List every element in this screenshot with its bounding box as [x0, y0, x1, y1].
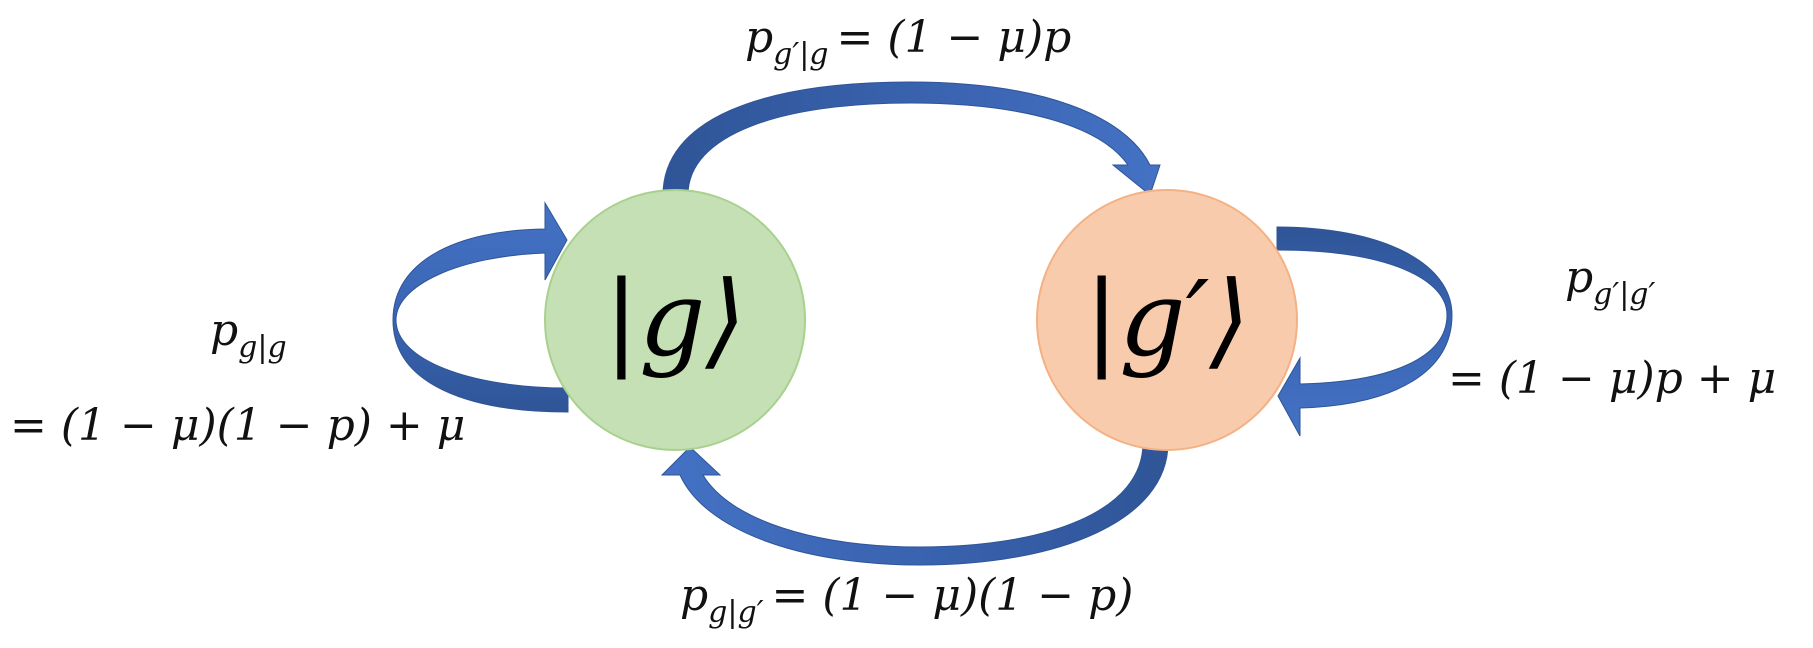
label-g-self-p-letter: p — [210, 305, 238, 356]
arrow-g-self-loop — [392, 201, 569, 413]
arrow-gprime-to-g — [660, 442, 1169, 566]
label-gprime-to-g-sub: g|g′ — [708, 595, 764, 630]
state-g-circle — [544, 189, 806, 451]
state-g-label: |g⟩ — [604, 258, 746, 380]
label-gprime-self-rhs: = (1 − μ)p + μ — [1448, 353, 1776, 404]
label-g-self-p: pg|g — [210, 305, 287, 365]
label-g-self-rhs: = (1 − μ)(1 − p) + μ — [10, 400, 465, 451]
state-gprime-label: |g′⟩ — [1084, 258, 1250, 380]
arrow-gprime-self-loop — [1276, 226, 1453, 437]
label-gprime-self-p: pg′|g′ — [1565, 252, 1655, 312]
label-g-self-sub: g|g — [238, 330, 287, 365]
label-g-to-gprime-p: p — [745, 12, 773, 63]
label-gprime-to-g-rhs: = (1 − μ)(1 − p) — [772, 570, 1134, 621]
label-gprime-to-g-p: p — [680, 570, 708, 621]
label-g-to-gprime-rhs: = (1 − μ)p — [837, 12, 1072, 63]
label-gprime-to-g: pg|g′= (1 − μ)(1 − p) — [680, 570, 1133, 630]
label-g-to-gprime: pg′|g = (1 − μ)p — [745, 12, 1071, 72]
state-gprime-circle — [1036, 189, 1298, 451]
label-gprime-self-sub: g′|g′ — [1593, 277, 1655, 312]
label-g-to-gprime-sub: g′|g — [773, 37, 828, 72]
label-gprime-self-p-letter: p — [1565, 252, 1593, 303]
arrow-g-to-gprime — [662, 81, 1161, 196]
